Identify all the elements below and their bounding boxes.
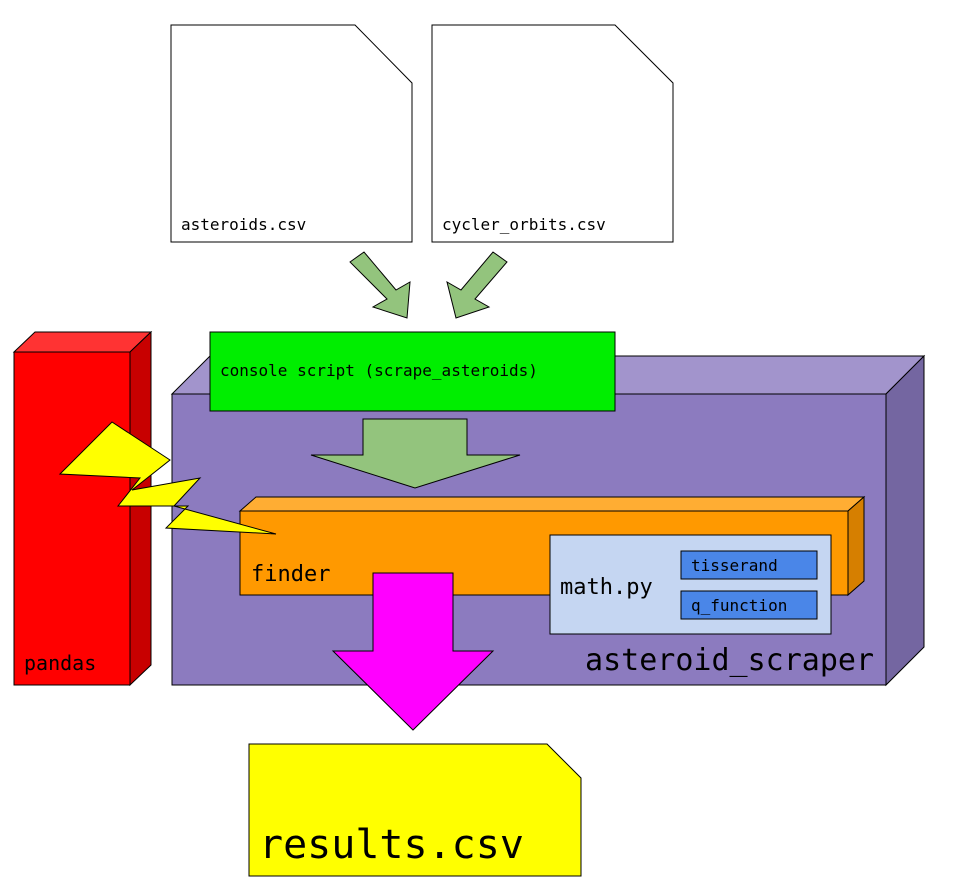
tisserand-function-label: tisserand (691, 556, 778, 575)
asteroids-csv-page (170, 24, 413, 243)
console-script-rect (209, 331, 616, 412)
tisserand-function-box (680, 550, 818, 580)
pandas-label: pandas (24, 651, 96, 675)
finder-label: finder (251, 562, 330, 587)
cycler-orbits-csv-label: cycler_orbits.csv (442, 215, 606, 234)
asteroids-csv-file: asteroids.csv (170, 24, 413, 243)
finder-to-results-arrow (331, 572, 495, 731)
pandas-lightning-bolt (58, 421, 277, 535)
math-py-label: math.py (560, 575, 653, 600)
cycler-orbits-csv-file: cycler_orbits.csv (431, 24, 674, 243)
console-script-box: console script (scrape_asteroids) (209, 331, 616, 412)
pandas-top-face (12, 331, 153, 353)
finder-top-face (238, 496, 866, 512)
pandas-side-face (129, 330, 152, 687)
results-csv-file: results.csv (248, 743, 582, 877)
asteroids-input-arrow (349, 251, 411, 319)
console-to-finder-arrow (310, 418, 521, 489)
pandas-block: pandas (12, 330, 153, 687)
cycler-input-arrow (446, 251, 508, 319)
q-function-label: q_function (691, 596, 787, 615)
pandas-front-face (13, 351, 131, 686)
results-csv-label: results.csv (259, 822, 524, 868)
cycler-orbits-csv-page (431, 24, 674, 243)
results-csv-page (248, 743, 582, 877)
console-script-label: console script (scrape_asteroids) (220, 361, 538, 380)
asteroid-scraper-side-face (885, 354, 925, 687)
q-function-box (680, 590, 818, 620)
asteroid-scraper-label: asteroid_scraper (585, 643, 874, 678)
finder-side-face (847, 495, 865, 597)
asteroids-csv-label: asteroids.csv (181, 215, 306, 234)
math-py-box: math.py tisserand q_function (549, 534, 832, 635)
